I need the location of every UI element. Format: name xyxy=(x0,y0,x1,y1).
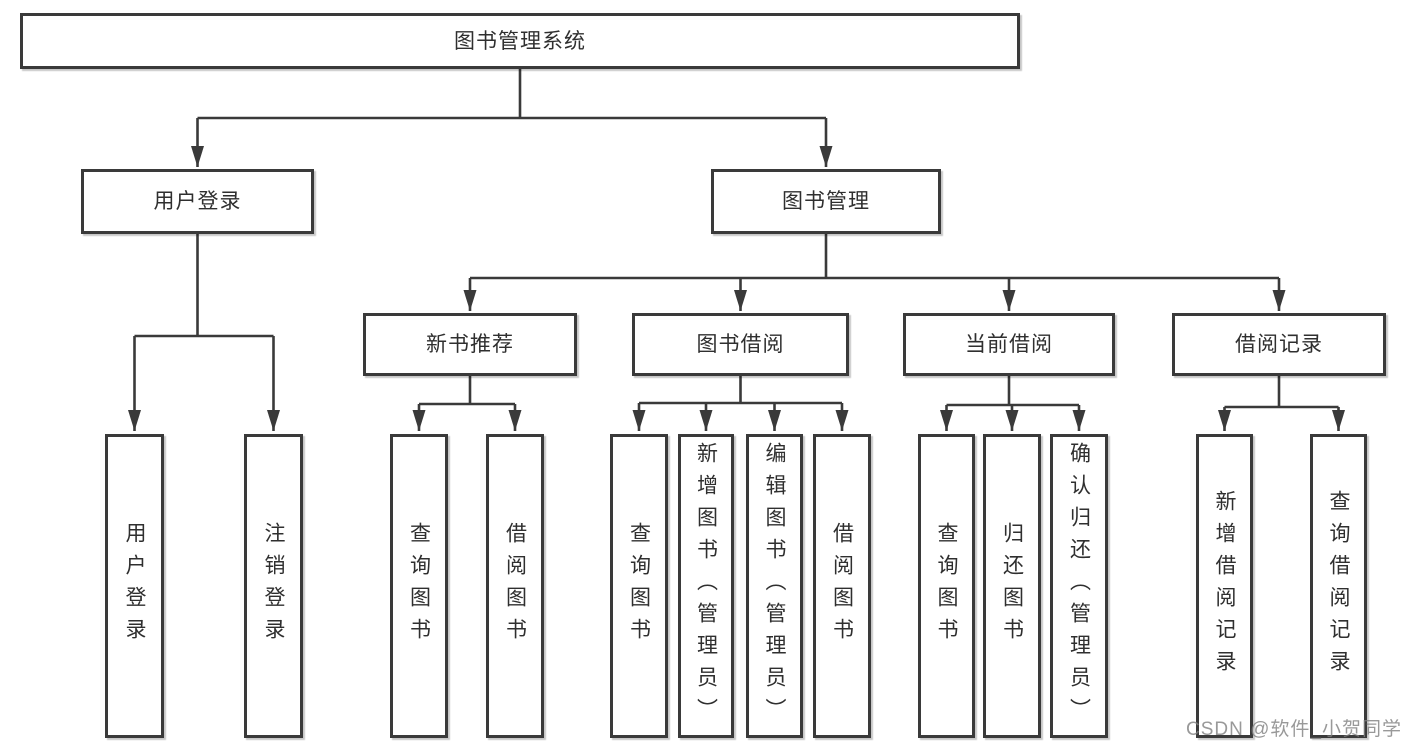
leaf-return-book: 归还图书 xyxy=(983,434,1041,738)
watermark-text: CSDN @软件_小贺同学 xyxy=(1186,719,1402,740)
leaf-add-book-admin: 新增图书（管理员） xyxy=(678,434,734,738)
leaf-query-borrow-record: 查询借阅记录 xyxy=(1310,434,1367,738)
leaf-logout: 注销登录 xyxy=(244,434,303,738)
connector-current-borrow xyxy=(940,376,1086,431)
node-book-management: 图书管理 xyxy=(711,169,941,234)
leaf-borrow-books-recommend: 借阅图书 xyxy=(486,434,544,738)
leaf-query-books-borrow: 查询图书 xyxy=(610,434,668,738)
connector-book-management xyxy=(463,233,1286,311)
node-current-borrow: 当前借阅 xyxy=(903,313,1115,376)
node-book-borrow: 图书借阅 xyxy=(632,313,849,376)
leaf-confirm-return-admin: 确认归还（管理员） xyxy=(1050,434,1108,738)
node-new-book-recommend: 新书推荐 xyxy=(363,313,577,376)
leaf-add-borrow-record: 新增借阅记录 xyxy=(1196,434,1253,738)
leaf-query-books-recommend: 查询图书 xyxy=(390,434,448,738)
connector-new-book-recommend xyxy=(412,376,522,431)
node-user-login: 用户登录 xyxy=(81,169,314,234)
node-library-system: 图书管理系统 xyxy=(20,13,1020,69)
leaf-borrow-books-borrow: 借阅图书 xyxy=(813,434,871,738)
connector-root xyxy=(191,69,833,167)
node-borrow-records: 借阅记录 xyxy=(1172,313,1386,376)
connector-book-borrow xyxy=(632,376,849,431)
connector-user-login xyxy=(128,233,280,431)
leaf-edit-book-admin: 编辑图书（管理员） xyxy=(746,434,803,738)
connector-borrow-records xyxy=(1218,376,1345,431)
leaf-user-login: 用户登录 xyxy=(105,434,164,738)
leaf-query-books-current: 查询图书 xyxy=(918,434,975,738)
